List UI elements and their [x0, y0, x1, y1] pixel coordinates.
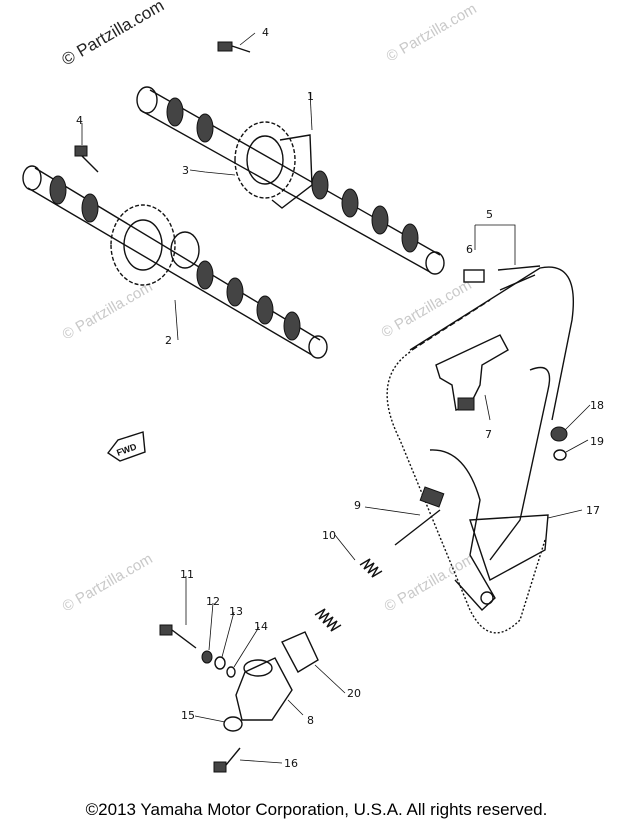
cam-chain	[386, 265, 574, 634]
watermark: © Partzilla.com	[384, 0, 480, 65]
copyright-notice: ©2013 Yamaha Motor Corporation, U.S.A. A…	[85, 800, 548, 819]
callout-2: 2	[165, 334, 172, 347]
callout-19: 19	[590, 435, 604, 448]
camshaft-chain-diagram: © Partzilla.com © Partzilla.com © Partzi…	[22, 0, 604, 773]
gasket	[281, 631, 319, 673]
tensioner-body	[235, 657, 293, 721]
watermark: © Partzilla.com	[60, 550, 156, 615]
watermark: © Partzilla.com	[379, 276, 475, 341]
callout-7: 7	[485, 428, 492, 441]
tensioner-rod	[394, 486, 445, 546]
callout-8: 8	[307, 714, 314, 727]
callout-15: 15	[181, 709, 195, 722]
callout-10: 10	[322, 529, 336, 542]
callout-18: 18	[590, 399, 604, 412]
callout-14: 14	[254, 620, 268, 633]
callout-6: 6	[466, 243, 473, 256]
callout-16: 16	[284, 757, 298, 770]
tensioner-guide	[429, 366, 551, 611]
callout-20: 20	[347, 687, 361, 700]
callout-4: 4	[262, 26, 269, 39]
adjuster-bolt	[159, 624, 236, 678]
callout-17: 17	[586, 504, 600, 517]
watermark: © Partzilla.com	[382, 550, 478, 615]
cap-and-bolt	[213, 716, 243, 773]
sprocket-bolts	[74, 41, 251, 173]
callout-4: 4	[76, 114, 83, 127]
callout-9: 9	[354, 499, 361, 512]
guide-bolt	[550, 426, 568, 461]
callout-11: 11	[180, 568, 194, 581]
callout-1: 1	[307, 90, 314, 103]
fwd-arrow-icon: FWD	[106, 431, 146, 462]
chain-guide	[435, 334, 509, 411]
callouts: 1 2 3 4 4 5 6 7 8 9 10 11 12 13 14 15 16…	[76, 26, 604, 770]
watermark-top-left: © Partzilla.com	[59, 0, 168, 69]
callout-13: 13	[229, 605, 243, 618]
callout-12: 12	[206, 595, 220, 608]
camshaft-lower	[22, 165, 328, 359]
watermark: © Partzilla.com	[60, 278, 156, 343]
callout-3: 3	[182, 164, 189, 177]
springs	[314, 558, 383, 632]
leader-lines	[81, 32, 591, 764]
callout-5: 5	[486, 208, 493, 221]
camshaft-upper	[136, 86, 445, 275]
